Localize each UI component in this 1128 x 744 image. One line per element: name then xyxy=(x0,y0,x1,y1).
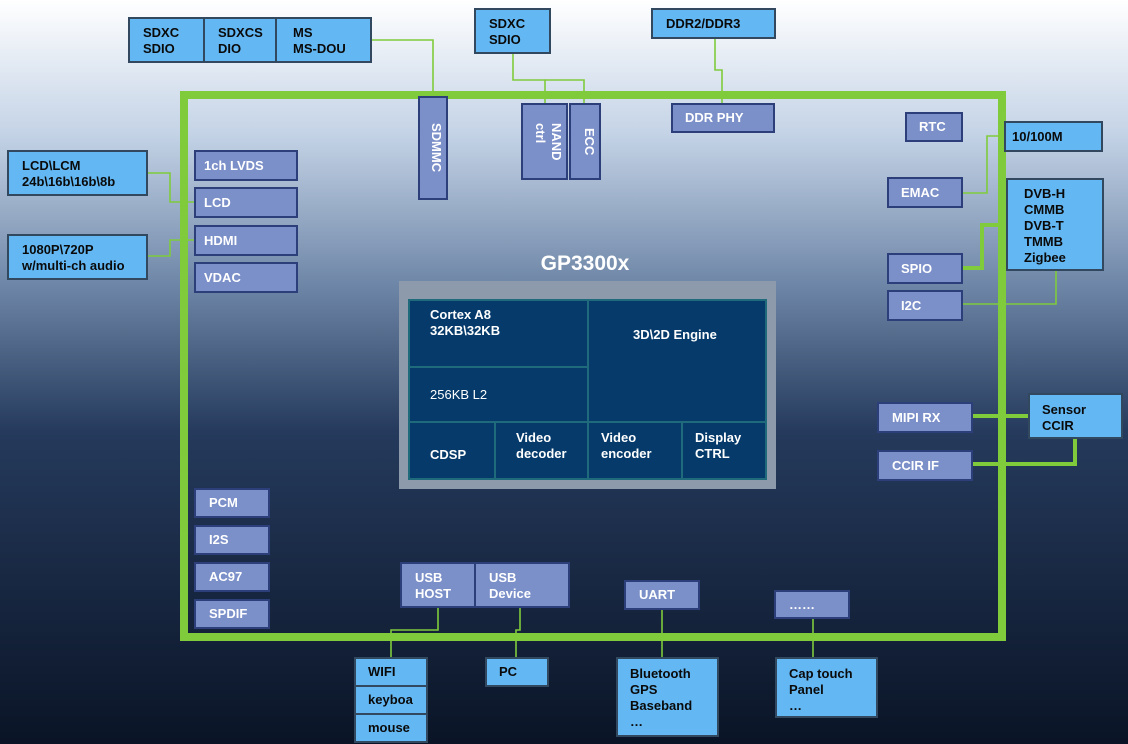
uart-block: UART xyxy=(624,580,700,610)
wire-usbhost-wifi xyxy=(390,607,439,657)
video-decoder-block: Video decoder xyxy=(494,421,590,480)
mouse-block: mouse xyxy=(354,713,428,743)
emac-block: EMAC xyxy=(887,177,963,208)
core-cluster: Cortex A8 32KB\32KB 3D\2D Engine 256KB L… xyxy=(399,281,776,489)
nand-ctrl-block: NAND ctrl xyxy=(521,103,568,180)
usb-host-block: USB HOST xyxy=(400,562,476,608)
vdac-block: VDAC xyxy=(194,262,298,293)
wire-usbdev-pc xyxy=(515,607,521,657)
mipi-rx-block: MIPI RX xyxy=(877,402,973,433)
ecc-block: ECC xyxy=(569,103,601,180)
ellipsis-block: …… xyxy=(774,590,850,619)
lcd-block: LCD xyxy=(194,187,298,218)
wire-eth-emac xyxy=(963,135,1004,194)
ccir-if-block: CCIR IF xyxy=(877,450,973,481)
wire-dvb-i2c xyxy=(962,270,1057,305)
i2s-block: I2S xyxy=(194,525,270,555)
wifi-block: WIFI xyxy=(354,657,428,687)
sdxcs-dio-block: SDXCS DIO xyxy=(203,17,277,63)
display-ctrl-block: Display CTRL xyxy=(681,421,767,480)
keyboard-block: keyboa xyxy=(354,685,428,715)
lcd-lcm-block: LCD\LCM 24b\16b\16b\8b xyxy=(7,150,148,196)
sdmmc-block: SDMMC xyxy=(418,96,448,200)
wire-ddr-phy xyxy=(714,38,723,104)
wire-ms-sdmmc xyxy=(372,39,434,96)
pcm-block: PCM xyxy=(194,488,270,518)
l2-cache-block: 256KB L2 xyxy=(408,366,589,423)
rtc-block: RTC xyxy=(905,112,963,142)
ac97-block: AC97 xyxy=(194,562,270,592)
ethernet-phy-block: 10/100M xyxy=(1004,121,1103,152)
chip-boundary xyxy=(180,91,1006,641)
usb-device-block: USB Device xyxy=(474,562,570,608)
spio-block: SPIO xyxy=(887,253,963,284)
ddr-phy-block: DDR PHY xyxy=(671,103,775,133)
lvds-block: 1ch LVDS xyxy=(194,150,298,181)
chip-title: GP3300x xyxy=(540,252,630,275)
dvb-tuner-block: DVB-H CMMB DVB-T TMMB Zigbee xyxy=(1006,178,1104,271)
cap-touch-panel-block: Cap touch Panel … xyxy=(775,657,878,718)
bluetooth-gps-baseband-block: Bluetooth GPS Baseband … xyxy=(616,657,719,737)
video-encoder-block: Video encoder xyxy=(587,421,683,480)
sdxc-sdio-block-2: SDXC SDIO xyxy=(474,8,551,54)
wire-dvb-spio xyxy=(962,223,1006,270)
hdmi-block: HDMI xyxy=(194,225,298,256)
hdmi-output-block: 1080P\720P w/multi-ch audio xyxy=(7,234,148,280)
sdxc-sdio-block-1: SDXC SDIO xyxy=(128,17,205,63)
i2c-block: I2C xyxy=(887,290,963,321)
wire-sensor-ccir xyxy=(972,437,1077,466)
cortex-a8-block: Cortex A8 32KB\32KB xyxy=(408,299,589,368)
3d-2d-engine-block: 3D\2D Engine xyxy=(587,299,767,423)
ddr-memory-block: DDR2/DDR3 xyxy=(651,8,776,39)
cdsp-block: CDSP xyxy=(408,421,496,480)
sensor-ccir-block: Sensor CCIR xyxy=(1028,393,1123,439)
pc-block: PC xyxy=(485,657,549,687)
spdif-block: SPDIF xyxy=(194,599,270,629)
ms-msdou-block: MS MS-DOU xyxy=(275,17,372,63)
